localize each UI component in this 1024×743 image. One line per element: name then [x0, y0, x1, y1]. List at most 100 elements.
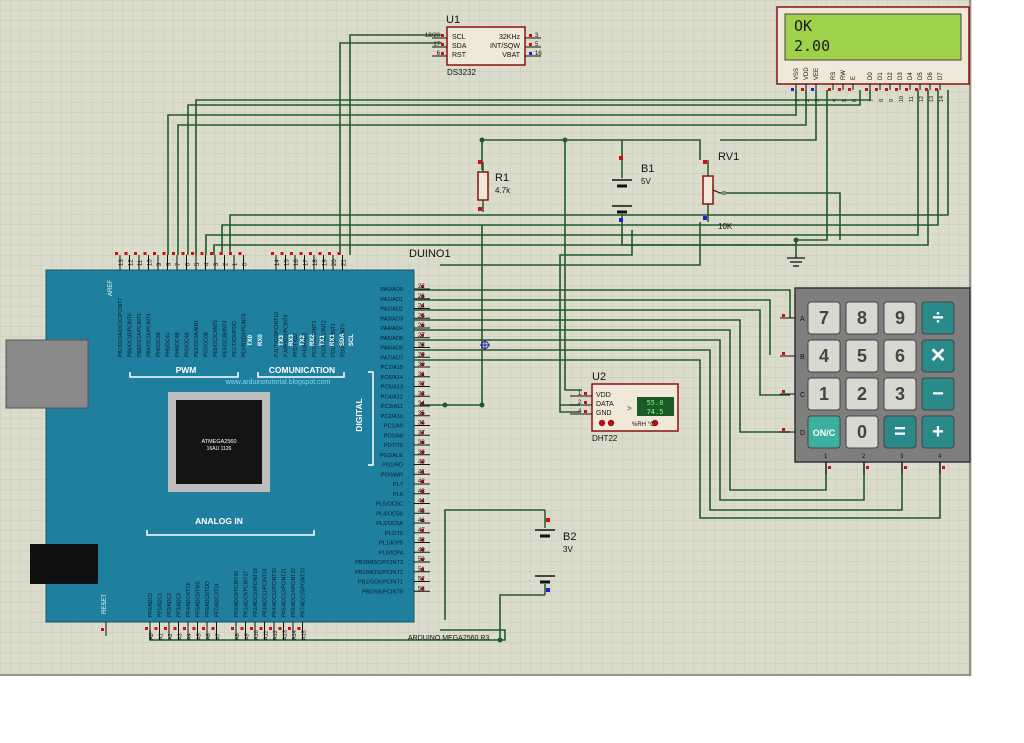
board-top-pin-label: PE5/OC3C/INT5: [213, 320, 219, 357]
pwm-label: PWM: [176, 365, 197, 375]
board-bottom-pin-number: A13: [283, 630, 289, 640]
board-top-pin-label: PD0/SCL/INT0: [341, 324, 347, 357]
b1-value: 5V: [641, 177, 651, 186]
b1-ref: B1: [641, 163, 654, 175]
board-bottom-pin-number: A2: [168, 633, 174, 640]
keypad-key[interactable]: [883, 415, 917, 449]
keypad-key[interactable]: [807, 415, 841, 449]
lcd-pin-number: 2: [805, 99, 811, 102]
board-top-pin-number: 1: [233, 262, 239, 266]
dht-button-1[interactable]: [598, 419, 606, 427]
keypad-key[interactable]: [883, 339, 917, 373]
board-right-pin-number: 46: [418, 518, 425, 524]
analog-label: ANALOG IN: [195, 516, 243, 526]
board-top-pin-number: 14: [275, 259, 281, 266]
keypad-key[interactable]: [845, 339, 879, 373]
board-bottom-pin-number: A5: [197, 633, 203, 640]
board-right-pin-label: PB2/MOSI/PCINT2: [355, 570, 403, 576]
power-jack: [30, 544, 98, 584]
board-top-pin-label: PH5/OC4C: [166, 332, 172, 357]
board-bottom-pin-number: A4: [187, 633, 193, 640]
board-right-pin-label: PC2/A10: [381, 414, 403, 420]
board-top-pin-number: 12: [129, 259, 135, 266]
board-right-pin-label: PG0/WR: [381, 472, 403, 478]
rtc-pin-label: 32KHz: [499, 34, 521, 41]
usb-connector: [5, 339, 89, 409]
lcd-pin-label: RW: [841, 70, 847, 80]
board-bottom-pin-label: PK2/ADC10/PCINT18: [253, 568, 259, 617]
board-name: ARDUINO MEGA2560 R3: [408, 635, 489, 642]
potentiometer-rv1[interactable]: RV1 10K: [702, 151, 739, 231]
dht-button-2[interactable]: [607, 419, 615, 427]
board-right-pin-number: 43: [418, 489, 425, 495]
board-right-pin-number: 23: [418, 294, 425, 300]
keypad-key[interactable]: [921, 301, 955, 335]
rtc-pin-label: VBAT: [502, 52, 520, 59]
board-top-pin-number: 4: [205, 262, 211, 266]
board-right-pin-number: 49: [418, 547, 425, 553]
board-right-pin-label: PA6/AD6: [380, 346, 403, 352]
keypad-key[interactable]: [845, 377, 879, 411]
keypad-key[interactable]: [807, 339, 841, 373]
board-bottom-pin-label: PK4/ADC12/PCINT20: [272, 568, 278, 617]
comm-pin-label: SDA: [340, 333, 346, 346]
comm-pin-label: RX1: [330, 334, 336, 346]
rtc-pin-label: INT/SQW: [490, 43, 520, 50]
lcd-pin-number: 7: [869, 99, 875, 102]
rtc-part: DS3232: [447, 68, 476, 77]
battery-b1[interactable]: B1 5V: [612, 156, 654, 230]
keypad-key[interactable]: [921, 377, 955, 411]
board-top-pin-label: PH1/TXD2: [293, 333, 299, 357]
board-top-pin-number: 11: [138, 259, 144, 266]
board-right-pin-label: PL0/ICP4: [379, 550, 403, 556]
board-top-pin-label: PE0/RXD0/PCINT8: [242, 313, 248, 357]
board-top-pin-label: PH6/OC2B: [156, 332, 162, 357]
board-top-pin-label: PD1/SDA/INT1: [331, 323, 337, 357]
keypad-key[interactable]: [883, 301, 917, 335]
board-right-pin-number: 36: [418, 421, 425, 427]
dht22-sensor[interactable]: U2 DHT22 > 55.0 74.5 %RH °C VDD1DATA2GND…: [570, 371, 679, 443]
board-right-pin-number: 37: [418, 430, 425, 436]
keypad-key[interactable]: [845, 301, 879, 335]
board-top-pin-number: 7: [176, 262, 182, 266]
board-right-pin-label: PC7/A15: [381, 365, 403, 371]
board-right-pin-number: 33: [418, 391, 425, 397]
lcd-pin-number: 8: [879, 99, 885, 102]
keypad-key[interactable]: [807, 301, 841, 335]
board-top-pin-number: 17: [304, 259, 310, 266]
board-right-pin-number: 47: [418, 528, 425, 534]
resistor-r1[interactable]: R1 4.7k: [477, 160, 511, 212]
keypad-key[interactable]: [845, 415, 879, 449]
board-top-pin-label: PE1/TXD0/PDO: [232, 321, 238, 357]
comm-pin-label: SCL: [349, 334, 355, 346]
keypad-key[interactable]: [921, 415, 955, 449]
keypad-row-label: C: [800, 392, 805, 399]
rtc-pin-number: 18/20: [425, 33, 441, 39]
board-top-pin-number: 10: [148, 259, 154, 266]
rtc-pin-number: 5: [535, 42, 539, 48]
board-top-pin-number: 18: [313, 259, 319, 266]
lcd-display[interactable]: OK 2.00 VSS1VDD2VEE3RS4RW5E6D07D18D29D31…: [776, 6, 970, 102]
board-right-pin-number: 22: [418, 284, 425, 290]
keypad-key-label: 8: [857, 308, 867, 328]
dht-button-3[interactable]: [651, 419, 659, 427]
board-bottom-pin-label: PK1/ADC9/PCINT17: [244, 571, 250, 617]
keypad-key[interactable]: [807, 377, 841, 411]
arduino-board[interactable]: DUINO1 ATMEGA2560 16AU 1126 www.arduinot…: [5, 248, 489, 642]
board-right-pin-label: PG2/ALE: [380, 453, 404, 459]
board-right-pin-number: 52: [418, 577, 425, 583]
keypad-key[interactable]: [883, 377, 917, 411]
keypad-key[interactable]: [921, 339, 955, 373]
board-bottom-pin-number: A6: [206, 633, 212, 640]
comm-pin-label: RX3: [289, 334, 295, 346]
board-right-pin-label: PC1/A9: [384, 424, 403, 430]
board-right-pin-label: PC5/A13: [381, 385, 403, 391]
battery-b2[interactable]: B2 3V: [535, 510, 576, 595]
board-top-pin-label: PH3/OC4A: [185, 332, 191, 357]
keypad-col-label: 1: [824, 454, 828, 460]
lcd-pin-label: D3: [898, 72, 904, 80]
keypad-key-label: ✕: [930, 345, 947, 367]
